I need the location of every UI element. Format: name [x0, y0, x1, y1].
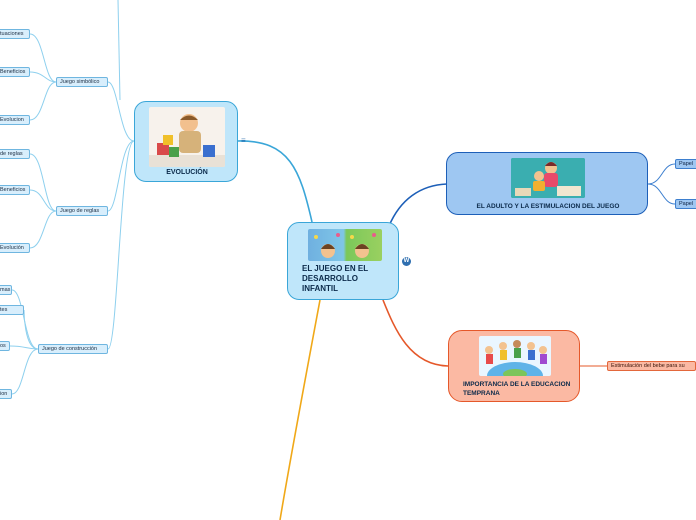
central-title: EL JUEGO EN EL DESARROLLO INFANTIL [302, 264, 368, 293]
adulto-child-papel-1[interactable]: Papel [675, 159, 696, 169]
adulto-image [511, 158, 585, 198]
simbolico-child-situaciones[interactable]: tuaciones [0, 29, 30, 39]
central-image [308, 229, 382, 261]
adulto-title: EL ADULTO Y LA ESTIMULACION DEL JUEGO [476, 203, 620, 210]
branch-juego-simbolico[interactable]: Juego simbólico [56, 77, 108, 87]
construccion-child-3[interactable]: os [0, 341, 10, 351]
adulto-child-papel-2[interactable]: Papel [675, 199, 696, 209]
construccion-child-1[interactable]: mas [0, 285, 12, 295]
construccion-child-2[interactable]: tes [0, 305, 24, 315]
importancia-image [479, 336, 551, 376]
importancia-child-estimulacion[interactable]: Estimulación del bebe para su [607, 361, 696, 371]
branch-juego-construccion[interactable]: Juego de construcción [38, 344, 108, 354]
central-topic[interactable]: EL JUEGO EN EL DESARROLLO INFANTIL [287, 222, 399, 300]
evolucion-title: EVOLUCIÓN [166, 169, 208, 176]
branch-juego-reglas[interactable]: Juego de reglas [56, 206, 108, 216]
simbolico-child-beneficios[interactable]: Beneficios [0, 67, 30, 77]
evolucion-image [149, 107, 225, 167]
reglas-child-beneficios[interactable]: Beneficios [0, 185, 30, 195]
reglas-child-reglas[interactable]: de reglas [0, 149, 30, 159]
reglas-child-evolucion[interactable]: Evolución [0, 243, 30, 253]
simbolico-child-evolucion[interactable]: Evolucion [0, 115, 30, 125]
importancia-title: IMPORTANCIA DE LA EDUCACION TEMPRANA [463, 381, 571, 397]
adulto-topic[interactable]: EL ADULTO Y LA ESTIMULACION DEL JUEGO [446, 152, 648, 215]
construccion-child-4[interactable]: ion [0, 389, 12, 399]
wordpress-icon[interactable]: W [402, 257, 411, 266]
evolucion-topic[interactable]: EVOLUCIÓN [134, 101, 238, 182]
importancia-topic[interactable]: IMPORTANCIA DE LA EDUCACION TEMPRANA [448, 330, 580, 402]
notes-icon[interactable]: ≡ [241, 136, 246, 145]
